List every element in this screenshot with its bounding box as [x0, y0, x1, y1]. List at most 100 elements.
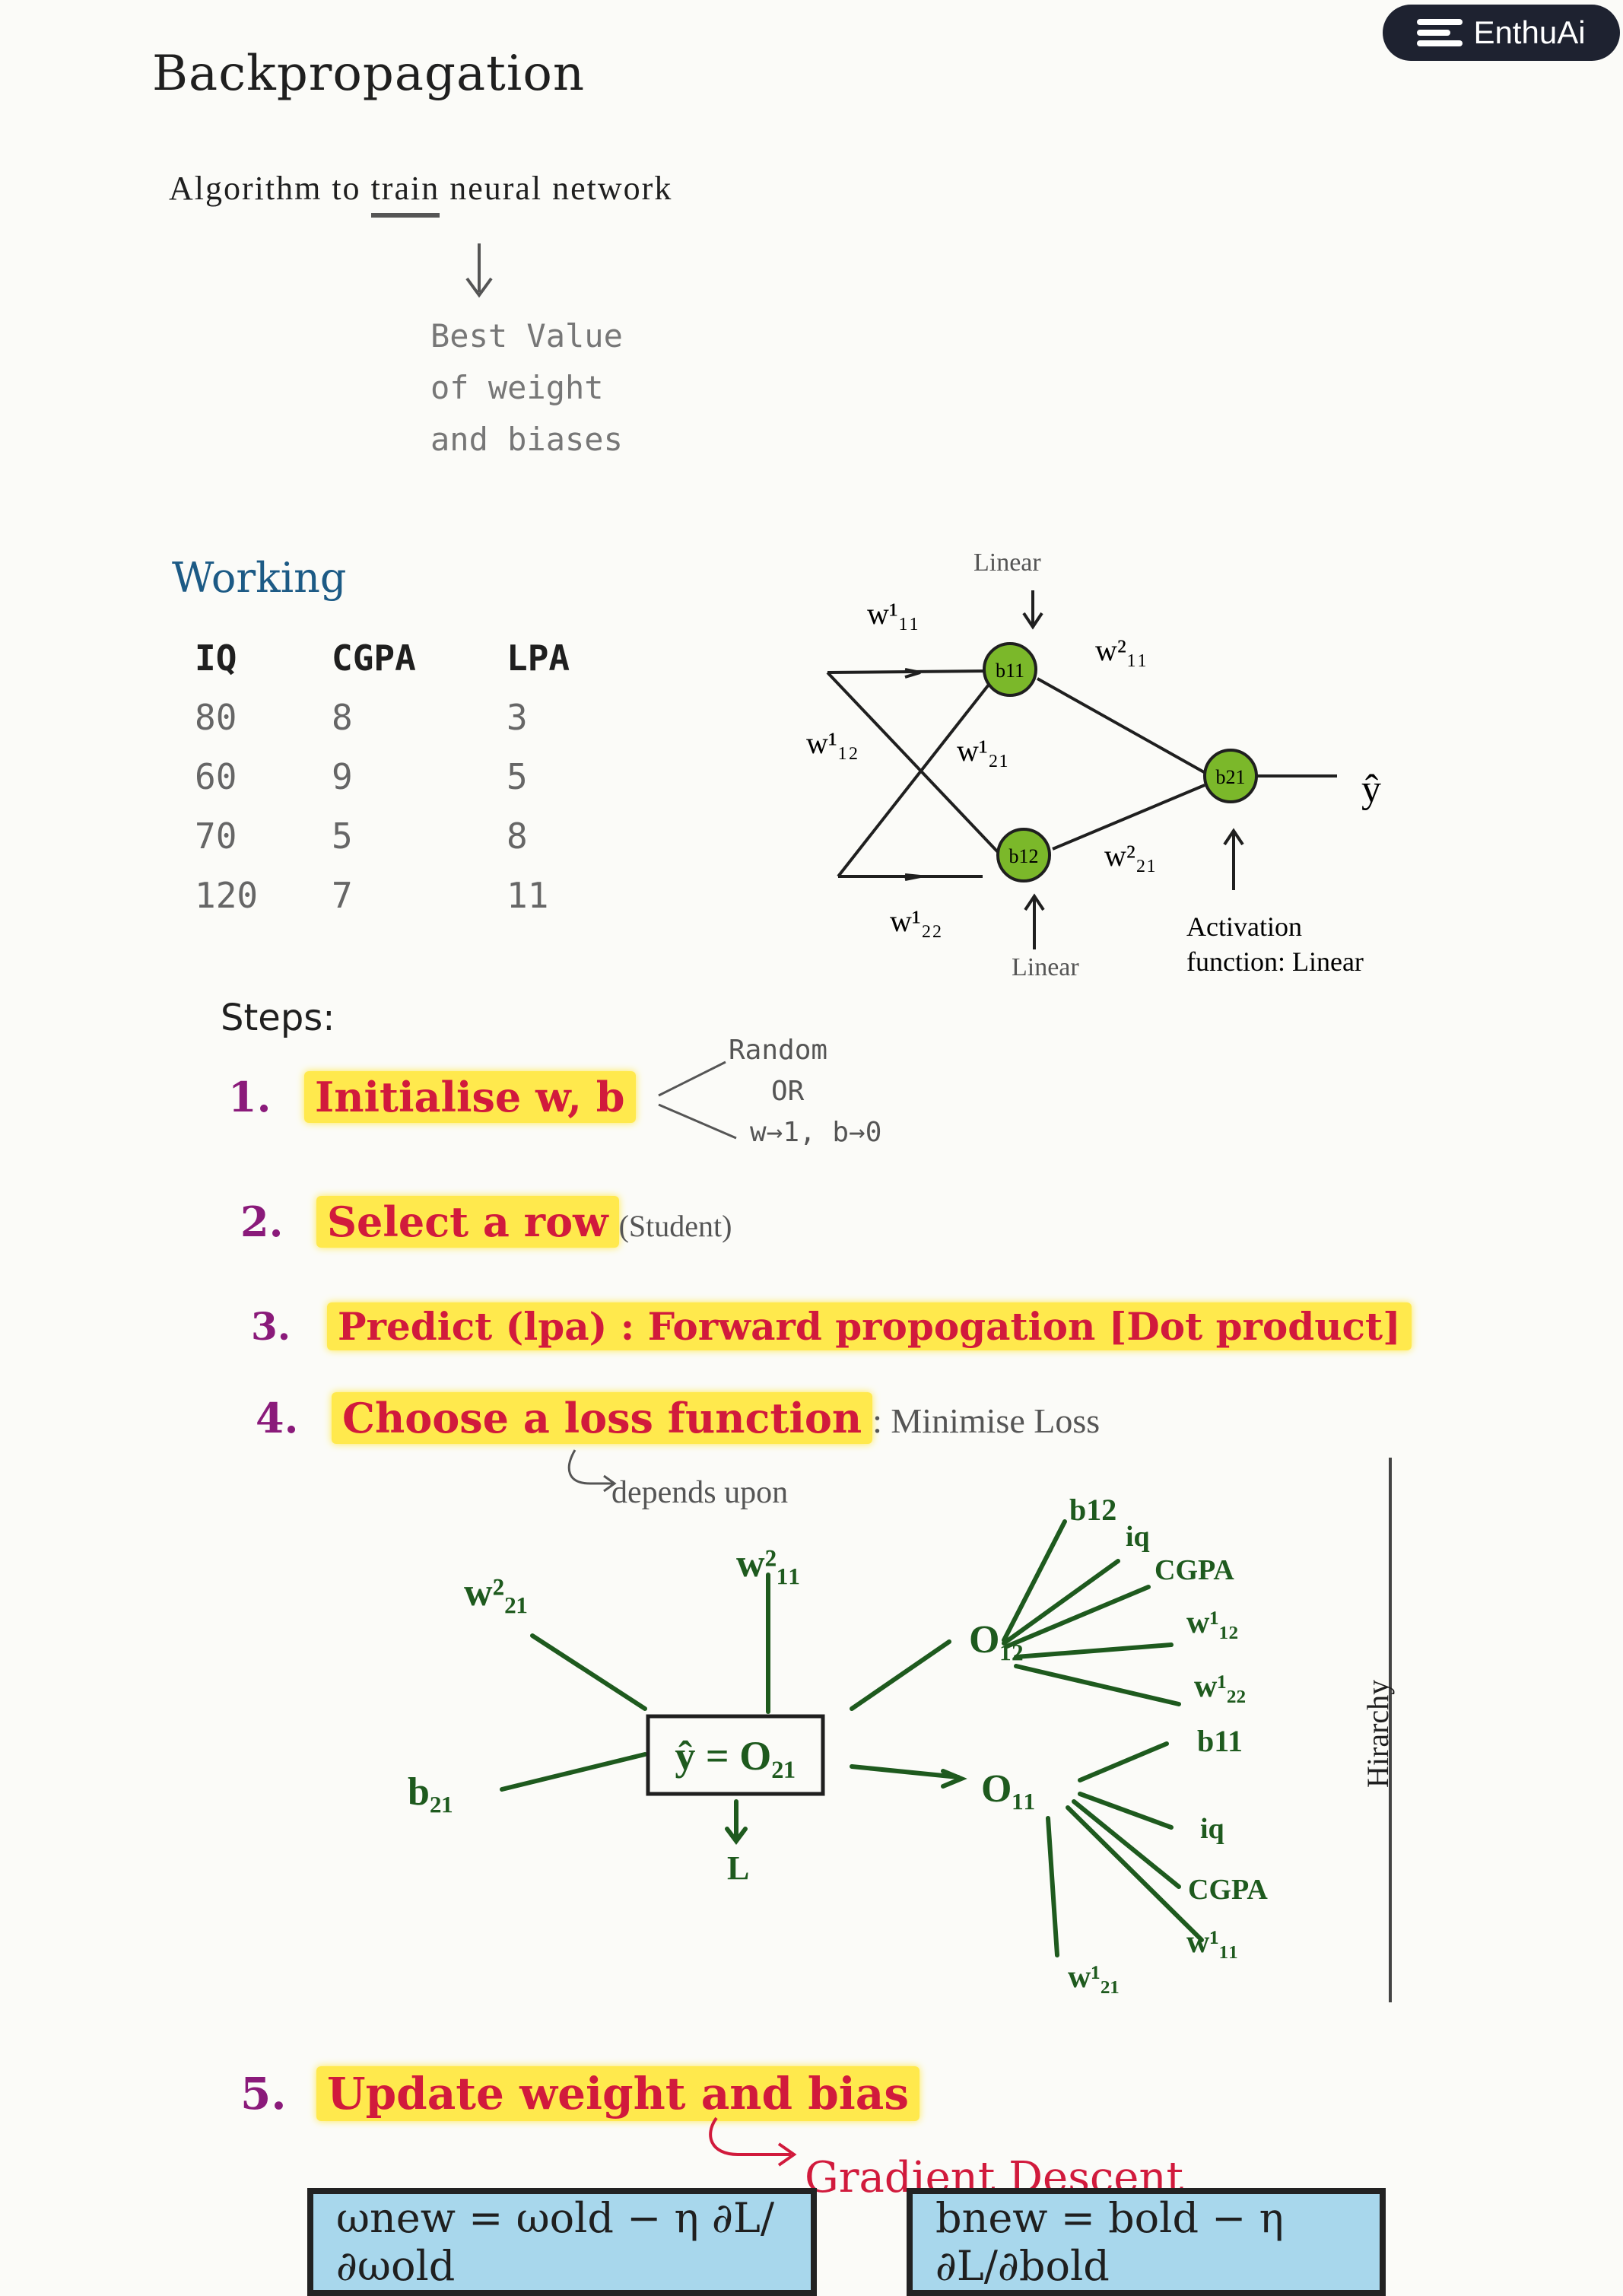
table-row: 70 5 8: [195, 806, 598, 866]
tree-w211: w²₁₁: [736, 1542, 800, 1585]
node-b21-label: b21: [1216, 766, 1246, 788]
curved-arrow-icon: [709, 2116, 797, 2167]
table-header: IQ CGPA LPA: [195, 628, 598, 688]
line-cgpa2: [1072, 1799, 1181, 1889]
cell: 80: [195, 697, 237, 738]
center-box: [646, 1714, 825, 1796]
arrowhead-o11: [941, 1769, 967, 1789]
header-iq: IQ: [195, 638, 237, 679]
formula-w: ωnew = ωold − η ∂L/∂ωold: [336, 2194, 775, 2290]
line-w112: [1014, 1642, 1174, 1659]
edge-i2-b11: [837, 683, 990, 878]
activation-label-2: function: Linear: [1186, 946, 1364, 977]
weight-w112: w¹₁₂: [806, 726, 859, 760]
init-options: Random OR w→1, b→0: [729, 1030, 881, 1153]
leaf-w112: w¹₁₂: [1186, 1605, 1238, 1640]
weight-w211: w²₁₁: [1095, 633, 1148, 667]
steps-label: Steps:: [221, 997, 335, 1039]
table-row: 80 8 3: [195, 688, 598, 747]
tree-o12: O₁₂: [969, 1618, 1024, 1662]
step-note: : Minimise Loss: [872, 1401, 1101, 1440]
step-1: 1.Initialise w, b: [228, 1071, 636, 1123]
node-b12-label: b12: [1009, 845, 1039, 867]
branch-lines: [658, 1061, 737, 1140]
leaf-w122: w¹₂₂: [1194, 1669, 1246, 1704]
line-b12: [1002, 1519, 1067, 1642]
loss-L: L: [727, 1849, 749, 1887]
line-iq2: [1078, 1792, 1174, 1830]
edge-arrowhead: [904, 873, 921, 881]
activation-label-1: Activation: [1186, 911, 1302, 942]
line-w121: [1046, 1816, 1059, 1957]
tree-w221: w²₂₁: [464, 1571, 528, 1614]
cell: 8: [332, 697, 353, 738]
step-4: 4.Choose a loss function: Minimise Loss: [256, 1392, 1101, 1444]
step-text: Select a row: [316, 1196, 619, 1248]
line-b21: [500, 1752, 647, 1792]
center-label: ŷ = O₂₁: [675, 1733, 796, 1779]
line-cgpa: [1005, 1585, 1151, 1649]
formula-w-box: ωnew = ωold − η ∂L/∂ωold: [307, 2188, 817, 2296]
network-diagram: b11 b12 b21 Linear Linear Activation fun…: [806, 549, 1381, 981]
edge-i1-b11: [827, 669, 986, 674]
header-cgpa: CGPA: [332, 638, 416, 679]
line-w221: [530, 1633, 647, 1711]
line-o11: [850, 1764, 961, 1779]
top-linear-label: Linear: [973, 549, 1041, 577]
step-text: Choose a loss function: [332, 1392, 873, 1444]
line-w122: [1014, 1664, 1181, 1706]
hierarchy-label: Hirarchy: [1361, 1679, 1395, 1788]
cell: 5: [332, 816, 353, 857]
edge-arrowhead: [904, 668, 921, 679]
arrow-activation: [1223, 828, 1244, 890]
cell: 9: [332, 756, 353, 797]
step-2: 2. Select a row(Student): [240, 1196, 732, 1248]
subtitle-underlined: train: [370, 170, 440, 218]
weight-w221: w²₂₁: [1104, 838, 1157, 873]
tree-b21: b₂₁: [408, 1770, 453, 1814]
best-line-2: of weight: [430, 369, 604, 406]
line-b11: [1078, 1741, 1169, 1782]
leaf-iq2: iq: [1200, 1813, 1224, 1845]
step-3: 3.Predict (lpa) : Forward propogation [D…: [251, 1302, 1412, 1350]
step-number: 1.: [228, 1073, 272, 1121]
cell: 11: [507, 875, 549, 916]
cell: 60: [195, 756, 237, 797]
step-note: (Student): [618, 1209, 732, 1243]
depends-upon: depends upon: [611, 1475, 789, 1510]
formula-b: bnew = bold − η ∂L/∂bold: [935, 2194, 1284, 2290]
subtitle-pre: Algorithm to: [169, 170, 371, 207]
node-b21: [1203, 749, 1258, 803]
cell: 3: [507, 697, 528, 738]
arrow-bottom-linear: [1024, 893, 1045, 949]
leaf-b12: b12: [1069, 1493, 1116, 1527]
tree-o11: O₁₁: [981, 1767, 1036, 1811]
leaf-b11: b11: [1197, 1724, 1243, 1758]
node-b11-label: b11: [996, 660, 1024, 682]
step-5: 5.Update weight and bias: [240, 2066, 920, 2121]
page-title: Backpropagation: [152, 46, 586, 102]
curved-arrow-icon: [567, 1449, 617, 1493]
best-value-note: Best Value of weight and biases: [430, 310, 623, 466]
cell: 70: [195, 816, 237, 857]
cell: 8: [507, 816, 528, 857]
weight-w122: w¹₂₂: [890, 904, 942, 938]
leaf-w111: w¹₁₁: [1186, 1925, 1238, 1960]
down-arrow-icon: [465, 243, 493, 298]
cell: 7: [332, 875, 353, 916]
table-row: 120 7 11: [195, 866, 598, 925]
weight-w111: w¹₁₁: [867, 596, 919, 631]
edge-i1-b12: [826, 671, 999, 854]
subtitle-post: neural network: [440, 170, 673, 207]
table-row: 60 9 5: [195, 747, 598, 806]
leaf-iq: iq: [1126, 1521, 1150, 1553]
step-number: 2.: [240, 1197, 284, 1246]
edge-b12-b21: [1052, 784, 1205, 851]
node-b11: [983, 642, 1037, 697]
cell: 5: [507, 756, 528, 797]
init-option: w→1, b→0: [750, 1117, 882, 1148]
leaf-w121: w¹₂₁: [1068, 1960, 1120, 1995]
arrow-top-linear: [1022, 590, 1043, 630]
step-text: Predict (lpa) : Forward propogation [Dot…: [327, 1302, 1412, 1350]
line-iq: [1002, 1559, 1120, 1646]
